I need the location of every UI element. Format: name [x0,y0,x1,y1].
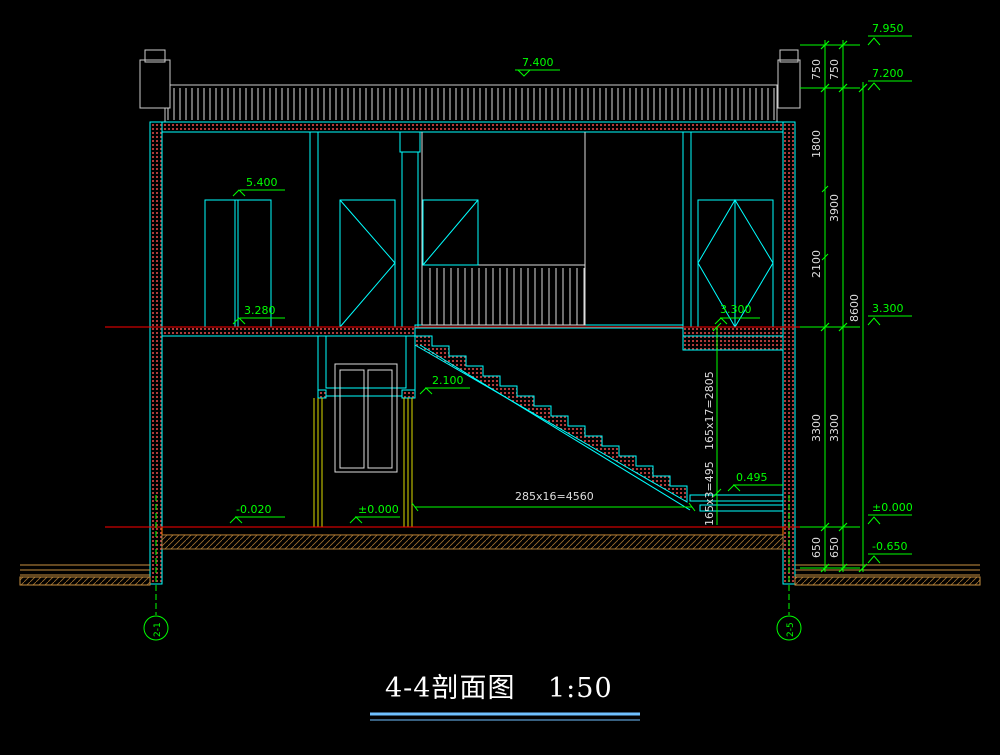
dim-inner-4: 3300 [810,414,823,442]
right-lower-partition [682,335,784,351]
stair-rise-lower: 165x3=495 [703,461,716,526]
second-floor-slab-right [682,326,784,337]
elev-foundation: -0.650 [872,540,907,553]
dim-inner-1: 750 [810,59,823,80]
elev-ground-right: ±0.000 [872,501,913,514]
elev-window-head: 5.400 [246,176,278,189]
elev-ground-mid: ±0.000 [358,503,399,516]
elev-roof-ridge: 7.400 [522,56,554,69]
drawing-scale: 1:50 [548,673,613,704]
dim-mid-3: 3300 [828,414,841,442]
stair-rise: 165x17=2805 [703,371,716,450]
dim-inner-2: 1800 [810,130,823,158]
ground-floor-slab [161,526,784,536]
dimension-labels: 750 1800 2100 3300 650 750 3900 3300 650… [515,59,861,558]
elevation-labels: 7.400 7.950 7.200 5.400 3.280 3.300 3.30… [236,22,913,553]
stair-dimension-lines [411,322,722,525]
elevation-markers [229,35,912,564]
dim-mid-4: 650 [828,537,841,558]
dimension-ticks [820,40,868,573]
level-lines [105,326,810,528]
roof-slab [149,121,796,133]
axis-left-label: 2-1 [153,622,163,637]
roof-tiles [139,49,801,124]
dim-inner-5: 650 [810,537,823,558]
axis-bubbles [143,615,802,641]
stair-run: 285x16=4560 [515,490,594,503]
dimension-chains [800,40,864,572]
drawing-title: 4-4剖面图 [385,673,515,704]
exterior-ground [19,564,981,586]
right-wall [782,121,796,585]
ground-floor-fill [161,534,784,550]
elev-second-mid: 3.300 [720,303,752,316]
elev-landing: 2.100 [432,374,464,387]
elev-eave: 7.200 [872,67,904,80]
upper-windows [204,199,774,328]
stair [414,335,784,512]
axis-lines [155,495,790,615]
dim-mid-1: 750 [828,59,841,80]
elev-ground-left: -0.020 [236,503,271,516]
elev-second-left: 3.280 [244,304,276,317]
elev-step: 0.495 [736,471,768,484]
lower-door [313,335,416,527]
dim-inner-3: 2100 [810,250,823,278]
dim-total: 8600 [848,294,861,322]
axis-right-label: 2-5 [786,622,796,637]
upper-railing [421,264,586,326]
left-wall [149,121,163,585]
elev-top: 7.950 [872,22,904,35]
dim-mid-2: 3900 [828,194,841,222]
second-floor-slab-left [161,326,416,337]
elev-second-right: 3.300 [872,302,904,315]
